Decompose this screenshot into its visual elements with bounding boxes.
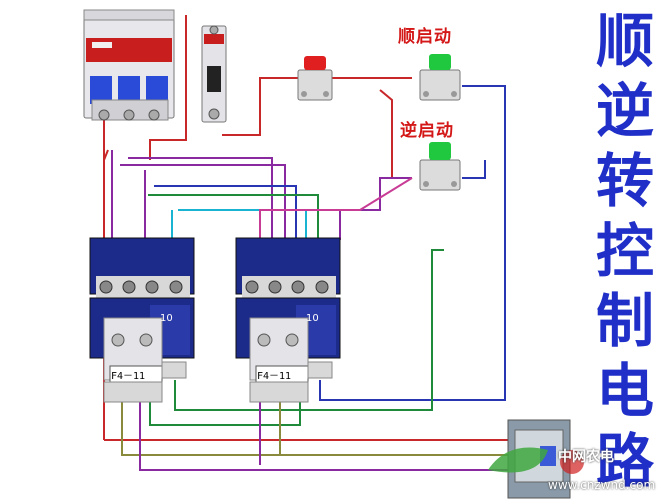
title-char: 转 (595, 147, 654, 215)
reverse-start-button[interactable] (419, 142, 461, 191)
title-char: 顺 (595, 7, 654, 75)
forward-start-label: 顺启动 (398, 27, 452, 47)
wire-magenta-left-coil (259, 177, 413, 240)
wire-motor-green (149, 400, 301, 426)
watermark-site-name: 中网农电 (558, 449, 614, 465)
watermark-url: www.cnzwnd.com (548, 478, 656, 492)
title-column: 顺 逆 转 控 制 电 路 (585, 6, 665, 500)
left-contactor (89, 237, 195, 403)
reverse-start-label: 逆启动 (400, 121, 454, 141)
reverse-start-button-cap[interactable] (429, 142, 451, 160)
wire-purple-rev (339, 177, 412, 240)
left-overload-label: F4－11 (111, 371, 146, 382)
title-char: 制 (595, 287, 654, 355)
wires (103, 15, 520, 471)
wire-blue-rev-right (462, 160, 486, 179)
wire-red-top (149, 15, 187, 160)
watermark-logo (488, 447, 584, 474)
stop-button[interactable] (297, 56, 333, 101)
wire-motor-purple (139, 398, 520, 471)
wire-cyan-1 (178, 209, 307, 240)
title-char: 电 (595, 357, 654, 425)
wire-purple-2 (128, 157, 273, 240)
wire-motor-olive (121, 395, 520, 456)
forward-start-button[interactable] (419, 54, 461, 101)
wire-green-1 (148, 194, 319, 240)
control-circuit-breaker (201, 25, 227, 123)
left-aux-label: 10 (160, 313, 173, 324)
right-aux-label: 10 (306, 313, 319, 324)
wire-blue-fwd-right (319, 85, 506, 401)
wire-red-breaker-to-stop (222, 77, 298, 136)
wire-purple-3 (120, 164, 286, 240)
title-char: 逆 (595, 77, 654, 145)
stop-button-cap[interactable] (304, 56, 326, 70)
title-char: 控 (595, 217, 654, 285)
title-char: 路 (595, 427, 654, 495)
wire-blue-top (154, 185, 297, 240)
right-overload-label: F4－11 (257, 371, 292, 382)
forward-start-button-cap[interactable] (429, 54, 451, 70)
main-circuit-breaker (83, 9, 175, 121)
right-contactor (235, 237, 341, 403)
